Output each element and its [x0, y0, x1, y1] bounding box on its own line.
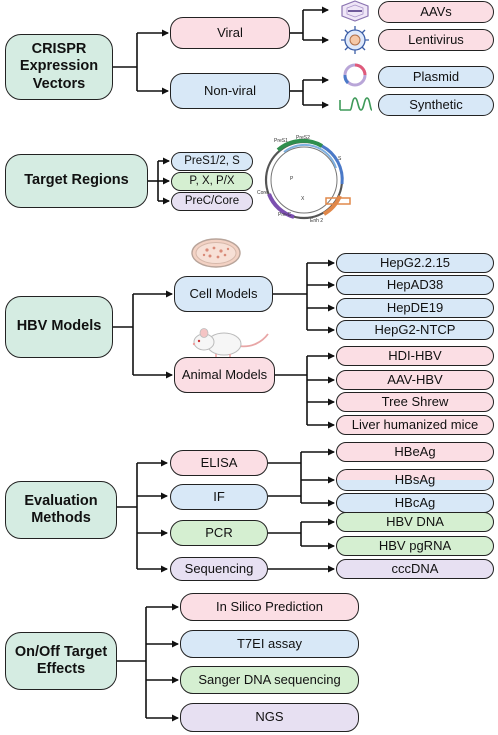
node-liver-humanized-mice: Liver humanized mice	[336, 415, 494, 435]
node-in-silico-prediction: In Silico Prediction	[180, 593, 359, 621]
node-hdi-hbv: HDI-HBV	[336, 346, 494, 366]
hbv-genome-map-icon: PreS1 PreS2 S Core Pre-C Enh 2 X P	[257, 135, 351, 224]
node-ngs: NGS	[180, 703, 359, 732]
node-hepg2-2-15: HepG2.2.15	[336, 253, 494, 273]
node-sanger-dna-sequencing: Sanger DNA sequencing	[180, 666, 359, 694]
node-aav-hbv: AAV-HBV	[336, 370, 494, 390]
lentivirus-icon	[341, 26, 369, 54]
genome-label-x: X	[301, 196, 305, 202]
node-hbeag: HBeAg	[336, 442, 494, 462]
node-prec-core: PreC/Core	[171, 192, 253, 211]
genome-label-enh2: Enh 2	[310, 218, 323, 224]
genome-label-pres1: PreS1	[274, 138, 288, 144]
node-t7ei-assay: T7EI assay	[180, 630, 359, 658]
genome-label-p: P	[290, 176, 294, 182]
aav-icon	[341, 0, 369, 22]
category-evaluation-methods: Evaluation Methods	[5, 481, 117, 539]
node-hbv-pgrna: HBV pgRNA	[336, 536, 494, 556]
node-synthetic: Synthetic	[378, 94, 494, 116]
node-animal-models: Animal Models	[174, 357, 275, 393]
petri-dish-icon	[191, 238, 241, 268]
category-hbv-models: HBV Models	[5, 296, 113, 358]
node-viral: Viral	[170, 17, 290, 49]
node-cccdna: cccDNA	[336, 559, 494, 579]
node-elisa: ELISA	[170, 450, 268, 476]
node-if: IF	[170, 484, 268, 510]
category-target-regions: Target Regions	[5, 154, 148, 208]
category-crispr-expression-vectors: CRISPR Expression Vectors	[5, 34, 113, 100]
plasmid-icon	[343, 63, 367, 87]
genome-label-pre-c: Pre-C	[278, 212, 291, 218]
node-tree-shrew: Tree Shrew	[336, 392, 494, 412]
node-pres1-2-s: PreS1/2, S	[171, 152, 253, 171]
node-hepg2-ntcp: HepG2-NTCP	[336, 320, 494, 340]
category-on-off-target-effects: On/Off Target Effects	[5, 632, 117, 690]
node-hepde19: HepDE19	[336, 298, 494, 318]
node-sequencing: Sequencing	[170, 557, 268, 581]
mouse-icon	[192, 328, 269, 357]
genome-label-pres2: PreS2	[296, 135, 310, 141]
node-lentivirus: Lentivirus	[378, 29, 494, 51]
node-non-viral: Non-viral	[170, 73, 290, 109]
node-pcr: PCR	[170, 520, 268, 546]
synthetic-rna-icon	[339, 97, 373, 111]
genome-label-s: S	[338, 156, 342, 162]
node-hepad38: HepAD38	[336, 275, 494, 295]
genome-label-core: Core	[257, 190, 268, 196]
node-hbcag: HBcAg	[336, 493, 494, 513]
node-hbv-dna: HBV DNA	[336, 512, 494, 532]
node-hbsag: HBsAg	[336, 469, 494, 491]
node-aavs: AAVs	[378, 1, 494, 23]
node-p-x-px: P, X, P/X	[171, 172, 253, 191]
node-cell-models: Cell Models	[174, 276, 273, 312]
node-plasmid: Plasmid	[378, 66, 494, 88]
